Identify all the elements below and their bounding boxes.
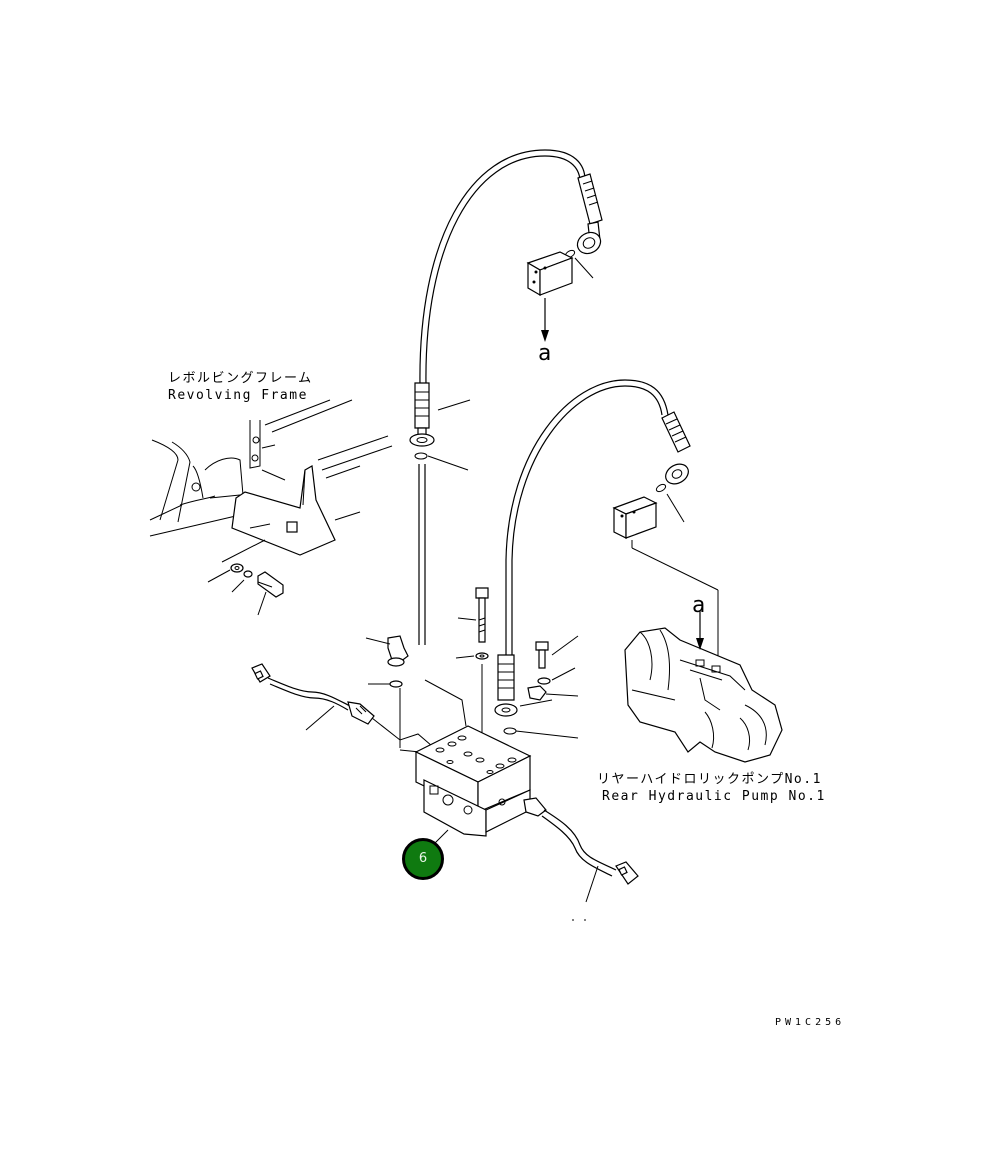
pressure-sensor-right (523, 797, 639, 903)
lower-flange-block (612, 496, 719, 656)
adapter-fitting-left (365, 635, 409, 748)
rear-hydraulic-pump (624, 610, 783, 763)
revolving-frame (149, 399, 393, 537)
part-callout-6[interactable]: 6 (402, 838, 444, 880)
mounting-bracket (221, 465, 361, 563)
lower-hose (494, 379, 691, 739)
bracket-bolt-washers (207, 563, 284, 616)
rear-pump-label-jp: リヤーハイドロリックポンプNo.1 (597, 772, 822, 787)
drawing-code: PW1C256 (775, 1017, 846, 1028)
upper-hose-lower-fitting (409, 382, 471, 645)
revolving-frame-label-en: Revolving Frame (168, 388, 308, 403)
valve-block (414, 725, 532, 845)
upper-hose (419, 149, 603, 386)
long-bolt (455, 587, 489, 745)
upper-flange-block (526, 251, 574, 342)
small-bolt-clamp (527, 635, 579, 701)
reference-a-pump: a (692, 593, 707, 618)
reference-a-top: a (538, 341, 553, 366)
pressure-sensor-left (251, 663, 375, 731)
rear-pump-label-en: Rear Hydraulic Pump No.1 (602, 789, 826, 804)
revolving-frame-label-jp: レボルビングフレーム (168, 371, 313, 386)
